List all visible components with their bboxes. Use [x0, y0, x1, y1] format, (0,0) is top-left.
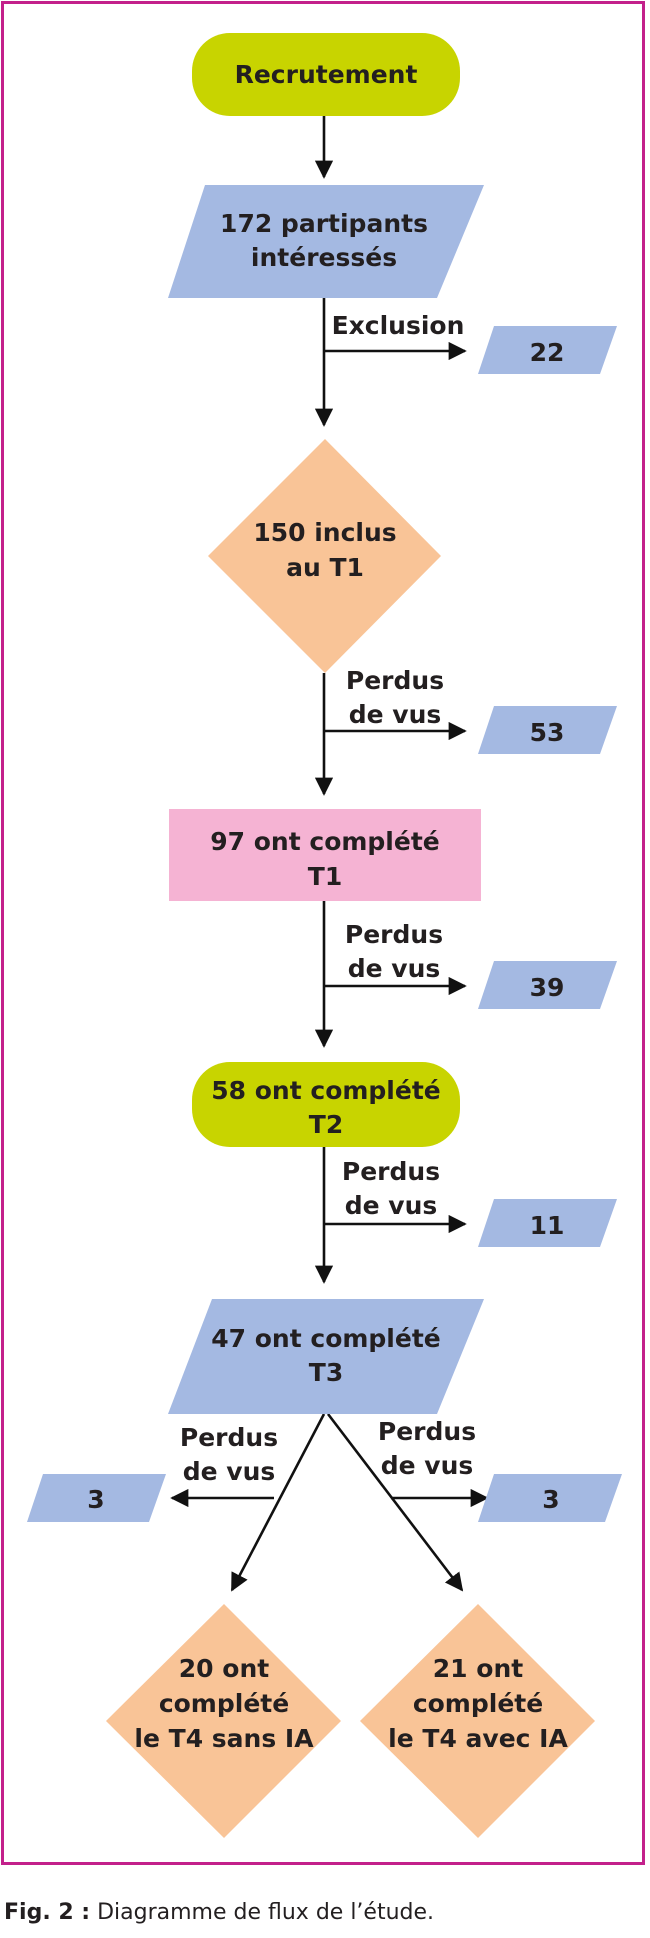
- node-t4-without-ai: 20 ont complété le T4 sans IA: [106, 1604, 341, 1838]
- side-box-lost-left-value: 3: [87, 1485, 104, 1514]
- edge-label-lost-t1-line-2: de vus: [349, 700, 442, 729]
- edge-label-lost-right-line-2: de vus: [381, 1451, 474, 1480]
- node-completed-t2-line-1: 58 ont complété: [211, 1076, 441, 1105]
- edge-label-lost-t2-line-2: de vus: [348, 954, 441, 983]
- terminator-shape: [192, 33, 460, 116]
- side-box-lost-right: 3: [478, 1474, 622, 1522]
- side-box-lost-left: 3: [27, 1474, 166, 1522]
- side-box-lost-t2: 39: [478, 961, 617, 1009]
- node-t4-with-ai-line-2: complété: [413, 1689, 543, 1718]
- diamond-shape: [360, 1604, 595, 1838]
- node-completed-t3-line-2: T3: [309, 1358, 343, 1387]
- node-interested: 172 partipants intéressés: [168, 185, 484, 298]
- figure-caption-text: Diagramme de flux de l’étude.: [90, 1900, 435, 1925]
- parallelogram-shape: [168, 1299, 484, 1414]
- parallelogram-shape: [478, 1474, 622, 1522]
- figure-caption-label: Fig. 2 :: [4, 1900, 91, 1925]
- node-interested-line-2: intéressés: [251, 243, 397, 272]
- side-box-exclusion-value: 22: [530, 338, 565, 367]
- edge-label-lost-t1-line-1: Perdus: [346, 666, 444, 695]
- node-included-line-2: au T1: [286, 553, 364, 582]
- terminator-shape: [192, 1062, 460, 1147]
- node-included-line-1: 150 inclus: [253, 518, 396, 547]
- edge-label-lost-left-line-1: Perdus: [180, 1423, 278, 1452]
- parallelogram-shape: [168, 185, 484, 298]
- node-t4-without-ai-line-3: le T4 sans IA: [134, 1724, 314, 1753]
- figure-caption: Fig. 2 : Diagramme de flux de l’étude.: [4, 1900, 434, 1925]
- edge-label-lost-right-line-1: Perdus: [378, 1417, 476, 1446]
- edge-label-lost-left-line-2: de vus: [183, 1457, 276, 1486]
- node-recruitment-label: Recrutement: [235, 60, 418, 89]
- edge-label-lost-t2-line-1: Perdus: [345, 920, 443, 949]
- connectors: [170, 116, 489, 1592]
- side-box-lost-t1-value: 53: [530, 718, 565, 747]
- parallelogram-shape: [478, 961, 617, 1009]
- node-t4-with-ai: 21 ont complété le T4 avec IA: [360, 1604, 595, 1838]
- arrow-t3-to-t4-right: [326, 1413, 464, 1592]
- side-box-lost-right-value: 3: [542, 1485, 559, 1514]
- node-completed-t3-line-1: 47 ont complété: [211, 1324, 441, 1353]
- node-interested-line-1: 172 partipants: [220, 209, 428, 238]
- node-recruitment: Recrutement: [192, 33, 460, 116]
- parallelogram-shape: [478, 706, 617, 754]
- parallelogram-shape: [478, 326, 617, 374]
- node-completed-t1: 97 ont complété T1: [169, 809, 481, 901]
- diamond-shape: [208, 439, 441, 673]
- node-completed-t1-line-2: T1: [308, 862, 342, 891]
- node-completed-t3: 47 ont complété T3: [168, 1299, 484, 1414]
- edge-label-exclusion: Exclusion: [332, 311, 465, 340]
- side-box-lost-t3-value: 11: [530, 1211, 565, 1240]
- side-box-lost-t3: 11: [478, 1199, 617, 1247]
- node-completed-t2-line-2: T2: [309, 1110, 343, 1139]
- diamond-shape: [106, 1604, 341, 1838]
- node-t4-without-ai-line-1: 20 ont: [179, 1654, 269, 1683]
- parallelogram-shape: [478, 1199, 617, 1247]
- side-box-lost-t1: 53: [478, 706, 617, 754]
- parallelogram-shape: [27, 1474, 166, 1522]
- edge-label-lost-t3-line-2: de vus: [345, 1191, 438, 1220]
- side-box-lost-t2-value: 39: [530, 973, 565, 1002]
- arrow-t3-to-t4-left: [230, 1413, 326, 1592]
- edge-label-lost-t3-line-1: Perdus: [342, 1157, 440, 1186]
- node-completed-t1-line-1: 97 ont complété: [210, 827, 440, 856]
- node-completed-t2: 58 ont complété T2: [192, 1062, 460, 1147]
- process-shape: [169, 809, 481, 901]
- node-t4-without-ai-line-2: complété: [159, 1689, 289, 1718]
- node-included: 150 inclus au T1: [208, 439, 441, 673]
- node-t4-with-ai-line-3: le T4 avec IA: [388, 1724, 568, 1753]
- side-box-exclusion: 22: [478, 326, 617, 374]
- node-t4-with-ai-line-1: 21 ont: [433, 1654, 523, 1683]
